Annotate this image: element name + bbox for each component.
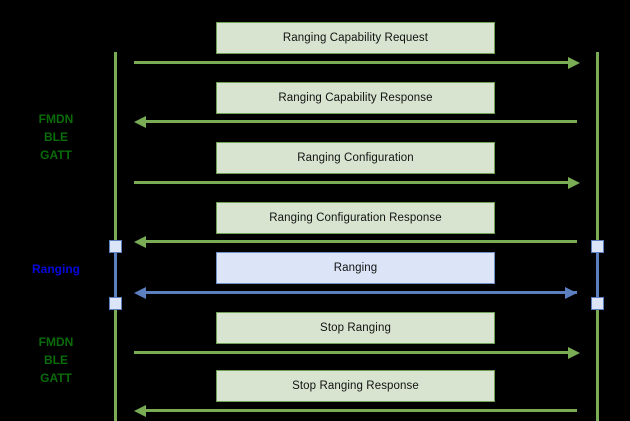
message-box-stop-ranging-response[interactable]: Stop Ranging Response [216,370,495,402]
message-arrow-line-3 [146,240,577,243]
message-arrow-line-4 [146,291,577,294]
message-arrow-head-left-4 [134,286,146,299]
lifeline-left [114,52,117,421]
message-box-ranging-capability-response[interactable]: Ranging Capability Response [216,82,495,114]
message-arrow-line-1 [146,120,577,123]
activation-link-left [114,246,117,304]
phase-label-line: GATT [40,371,72,385]
activation-box-right-end[interactable] [591,297,604,310]
phase-label-line: BLE [44,353,68,367]
message-arrow-line-2 [134,181,568,184]
message-arrow-head-right-2 [568,176,580,189]
lifeline-right [596,52,599,421]
activation-box-left-start[interactable] [109,240,122,253]
phase-label-line: FMDN [38,112,74,126]
message-arrow-head-left-6 [134,404,146,417]
message-arrow-head-left-1 [134,115,146,128]
message-box-ranging-capability-request[interactable]: Ranging Capability Request [216,22,495,54]
activation-link-right [596,246,599,304]
message-box-ranging[interactable]: Ranging [216,252,495,284]
message-arrow-head-right-4 [565,286,577,299]
message-box-ranging-configuration[interactable]: Ranging Configuration [216,142,495,174]
phase-label-line: FMDN [38,335,74,349]
phase-label-fmdn-ble-gatt-bottom: FMDN BLE GATT [10,333,102,387]
message-arrow-head-left-3 [134,235,146,248]
message-box-stop-ranging[interactable]: Stop Ranging [216,312,495,344]
phase-label-ranging: Ranging [10,260,102,278]
activation-box-right-start[interactable] [591,240,604,253]
message-arrow-head-right-0 [568,56,580,69]
phase-label-line: GATT [40,148,72,162]
message-box-ranging-configuration-response[interactable]: Ranging Configuration Response [216,202,495,234]
phase-label-line: BLE [44,130,68,144]
message-arrow-line-5 [134,351,568,354]
message-arrow-line-6 [146,409,577,412]
message-arrow-line-0 [134,61,568,64]
message-arrow-head-right-5 [568,346,580,359]
phase-label-line: Ranging [32,262,80,276]
phase-label-fmdn-ble-gatt-top: FMDN BLE GATT [10,110,102,164]
activation-box-left-end[interactable] [109,297,122,310]
